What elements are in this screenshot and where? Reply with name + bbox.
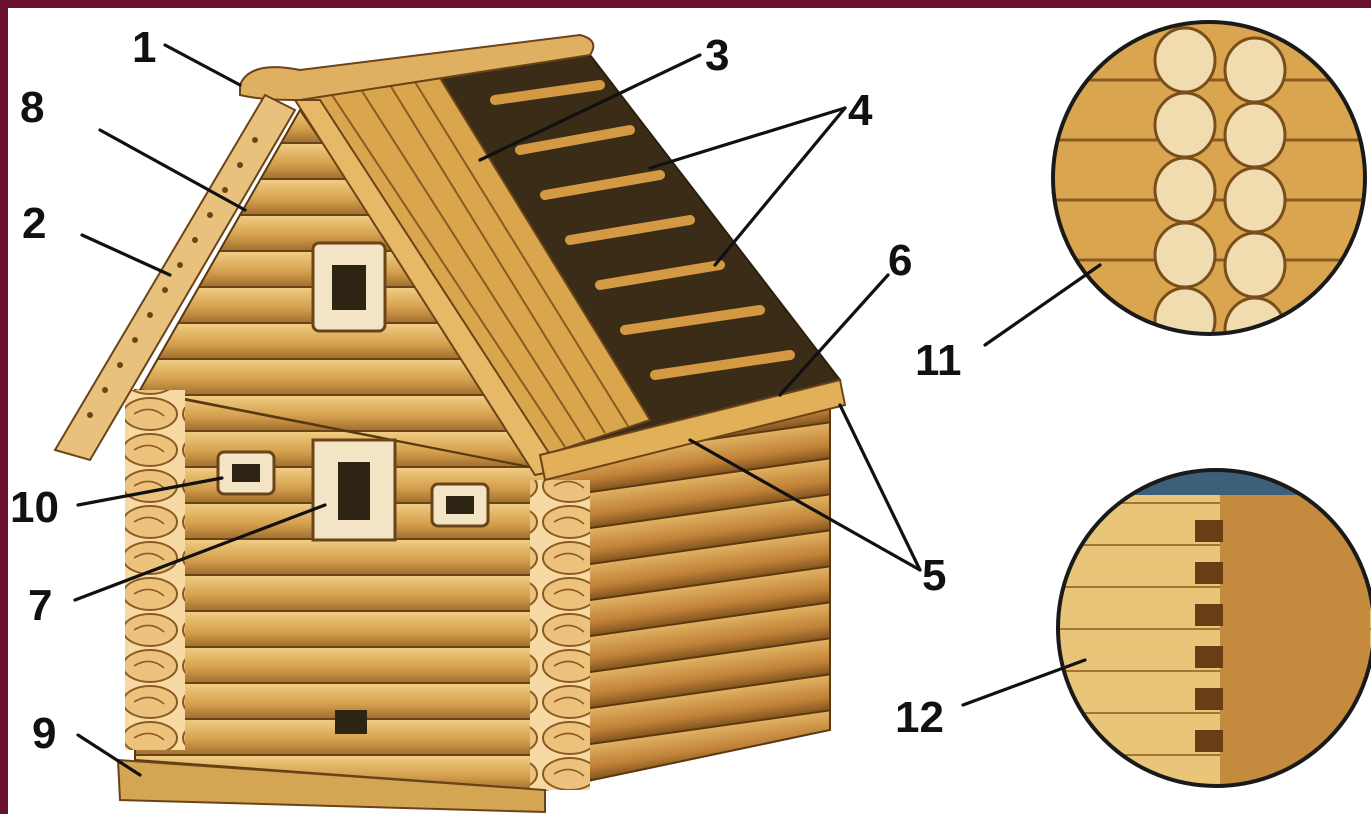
label-6: 6	[888, 236, 912, 285]
small-window-right-opening	[446, 496, 474, 514]
label-9: 9	[32, 709, 56, 758]
label-8: 8	[20, 83, 44, 132]
label-2: 2	[22, 199, 46, 248]
corner-log-ends-right	[530, 480, 590, 790]
label-1: 1	[132, 23, 156, 72]
small-window-left-opening	[232, 464, 260, 482]
label-7: 7	[28, 581, 52, 630]
label-4: 4	[848, 86, 873, 135]
label-12: 12	[895, 693, 944, 742]
label-3: 3	[705, 31, 729, 80]
label-10: 10	[10, 483, 59, 532]
label-5: 5	[922, 551, 946, 600]
attic-window-opening	[332, 265, 366, 310]
wall-vent	[335, 710, 367, 734]
label-11: 11	[915, 336, 962, 385]
window-opening	[338, 462, 370, 520]
